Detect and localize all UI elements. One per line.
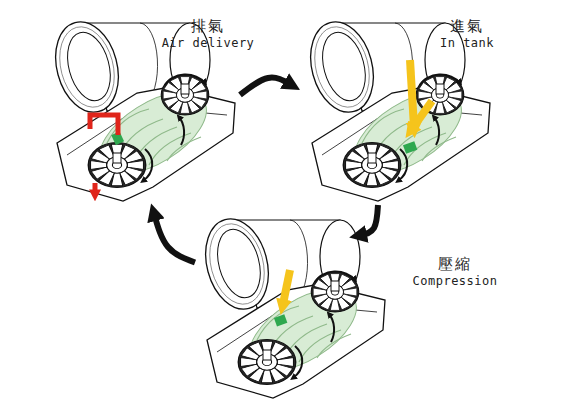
stage-label: 壓縮Compression <box>413 255 498 289</box>
delivery-flow <box>90 115 118 135</box>
stage-name: 壓縮 <box>413 255 498 274</box>
stage-caption: Compression <box>413 274 498 289</box>
compression-stage-art <box>196 212 385 398</box>
cycle-arrow <box>154 214 195 262</box>
stage-node: 進氣In tank <box>300 15 500 205</box>
stage-node: 壓縮Compression <box>195 240 490 390</box>
intake-flow <box>412 101 432 129</box>
stage-caption: In tank <box>440 36 494 51</box>
cycle-arrow <box>240 78 290 95</box>
stage-node: 排氣Air delivery <box>45 15 240 205</box>
stage-caption: Air delivery <box>162 36 255 51</box>
air-pocket <box>403 141 417 154</box>
compression-flow <box>283 270 290 304</box>
air-pocket <box>274 314 287 326</box>
intake-flow <box>410 60 414 127</box>
stage-label: 排氣Air delivery <box>162 17 255 51</box>
stage-name: 進氣 <box>440 17 494 36</box>
stage-label: 進氣In tank <box>440 17 494 51</box>
delivery-outlet-arrow <box>93 183 98 193</box>
stage-name: 排氣 <box>162 17 255 36</box>
cycle-arrow <box>360 205 378 235</box>
